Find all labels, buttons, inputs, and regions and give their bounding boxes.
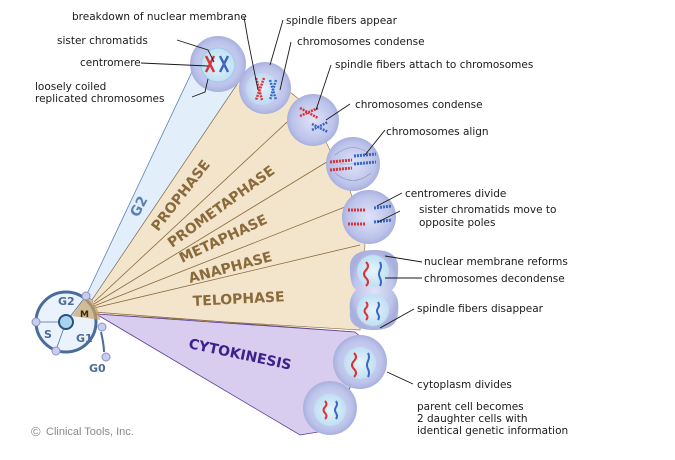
label-cytoplasm-divides: cytoplasm divides <box>417 379 512 391</box>
label-spindle-fibers-appear: spindle fibers appear <box>286 15 398 27</box>
label-chromosomes-decondense: chromosomes decondense <box>424 273 565 285</box>
label-centromere: centromere <box>80 57 141 69</box>
leader-lines <box>140 16 423 385</box>
label-loosely-coiled: loosely coiled <box>35 81 106 93</box>
cycle-label-s: S <box>44 328 52 341</box>
label-spindle-fibers-disappear: spindle fibers disappear <box>417 303 544 315</box>
cell-g2 <box>190 36 246 92</box>
cell-telophase <box>349 250 399 330</box>
label-centromeres-divide: centromeres divide <box>405 188 506 200</box>
phase-divider <box>93 159 331 305</box>
phase-divider <box>93 204 351 307</box>
label-parent-cell-becomes: parent cell becomes <box>417 401 524 413</box>
copyright-text: Clinical Tools, Inc. <box>46 426 134 438</box>
cycle-label-g0: G0 <box>89 362 106 375</box>
copyright: © Clinical Tools, Inc. <box>31 424 134 439</box>
cycle-label-g1: G1 <box>76 332 93 345</box>
phase-divider <box>93 109 301 303</box>
cell-prophase <box>239 62 291 114</box>
cycle-label-m: M <box>80 310 89 320</box>
label-opposite-poles: opposite poles <box>419 217 495 229</box>
label-daughter-cells: 2 daughter cells with <box>417 413 527 425</box>
label-sister-chromatids-move: sister chromatids move to <box>419 204 556 216</box>
cell-metaphase <box>326 137 380 191</box>
cycle-label-g2: G2 <box>58 295 75 308</box>
label-sister-chromatids: sister chromatids <box>57 35 148 47</box>
cell-daughter-2 <box>303 381 357 435</box>
cell-daughter-1 <box>333 335 387 389</box>
label-identical-genetic-info: identical genetic information <box>417 425 568 437</box>
label-spindle-fibers-attach: spindle fibers attach to chromosomes <box>335 59 533 71</box>
cell-cycle-wheel: G2 S G1 G0 M <box>31 290 111 375</box>
phase-divider <box>93 244 361 309</box>
cytokinesis-wedge <box>95 313 371 436</box>
label-chromosomes-condense-prophase: chromosomes condense <box>297 36 425 48</box>
copyright-icon: © <box>31 424 41 439</box>
phase-label-telophase: TELOPHASE <box>192 289 285 310</box>
label-chromosomes-condense-prometaphase: chromosomes condense <box>355 99 483 111</box>
label-replicated-chromosomes: replicated chromosomes <box>35 93 164 105</box>
cell-prometaphase <box>287 94 339 146</box>
label-breakdown-nuclear-membrane: breakdown of nuclear membrane <box>72 11 247 23</box>
label-chromosomes-align: chromosomes align <box>386 126 489 138</box>
label-nuclear-membrane-reforms: nuclear membrane reforms <box>424 256 568 268</box>
